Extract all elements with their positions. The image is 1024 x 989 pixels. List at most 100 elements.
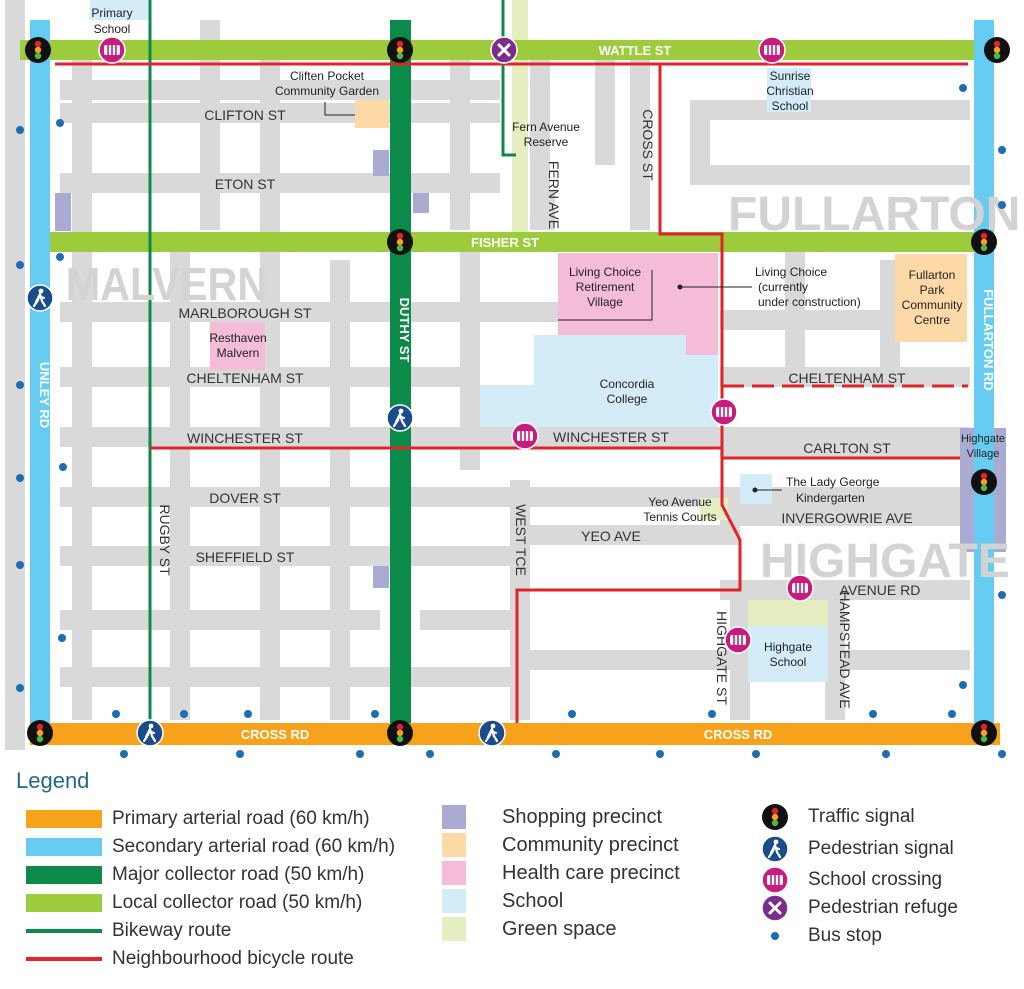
legend-item-bus-stop: Bus stop: [762, 923, 882, 949]
legend-label: Health care precinct: [502, 861, 680, 884]
shopping-area: [373, 150, 389, 176]
map-symbols: [16, 35, 1010, 758]
road-label-marlborough: MARLBOROUGH ST: [178, 305, 311, 321]
school-crossing-icon: [710, 398, 738, 426]
road-label-duthy: DUTHY ST: [397, 298, 412, 363]
road-label-winchester-e: WINCHESTER ST: [553, 429, 669, 445]
fullarton-centre-area: [895, 254, 967, 342]
bus-stop-icon: [16, 381, 24, 389]
legend-item-bikeway: Bikeway route: [26, 918, 231, 944]
primary-school-area: [90, 0, 150, 20]
legend-swatch: [442, 833, 466, 857]
legend-label: Bikeway route: [112, 920, 232, 941]
leader-lines: [324, 102, 782, 491]
road-label-cross-st: CROSS ST: [640, 109, 656, 181]
legend-item-ped-signal: Pedestrian signal: [762, 836, 954, 862]
suburb-label-malvern: MALVERN: [66, 259, 268, 311]
road-label-fullarton-rd: FULLARTON RD: [981, 289, 996, 391]
living-choice-area: [686, 335, 718, 355]
bus-stop-icon: [426, 750, 434, 758]
pedestrian-signal-icon: [477, 718, 507, 748]
clifton-garden-area: [355, 100, 389, 128]
road-label-yeo: YEO AVE: [581, 528, 641, 544]
road-label-cheltenham-e: CHELTENHAM ST: [788, 370, 906, 386]
traffic-signal-icon: [25, 37, 51, 63]
shopping-area: [413, 193, 429, 213]
legend-item-traffic: Traffic signal: [762, 804, 915, 830]
bus-stop-icon: [948, 710, 956, 718]
bus-stop-icon: [16, 684, 24, 692]
fisher-st-road: [45, 232, 980, 252]
highgate-green-area: [748, 600, 828, 626]
road-label-hampstead: HAMPSTEAD AVE: [837, 591, 853, 708]
duthy-st-road: [390, 20, 411, 745]
legend-item-bicycle: Neighbourhood bicycle route: [26, 946, 354, 972]
marker-dot: [752, 487, 758, 493]
school-crossing-icon: [724, 626, 752, 654]
school-crossing-icon: [762, 867, 788, 893]
sunrise-school-area: [767, 68, 811, 112]
legend-swatch: [26, 894, 102, 912]
legend-label: Major collector road (50 km/h): [112, 864, 365, 885]
legend-item-local: Local collector road (50 km/h): [26, 890, 362, 916]
legend-label: Pedestrian refuge: [808, 897, 958, 918]
legend-item-primary: Primary arterial road (60 km/h): [26, 806, 370, 832]
traffic-signal-icon: [387, 37, 413, 63]
pedestrian-signal-icon: [762, 836, 788, 862]
bus-stop-icon: [16, 474, 24, 482]
legend-item-green: Green space: [442, 916, 617, 942]
bus-stop-icon: [120, 750, 128, 758]
road-label-eton: ETON ST: [215, 176, 276, 192]
road-label-rugby: RUGBY ST: [157, 504, 173, 576]
bus-stop-icon: [552, 750, 560, 758]
legend-label: Primary arterial road (60 km/h): [112, 808, 370, 829]
legend-label: Neighbourhood bicycle route: [112, 948, 354, 969]
legend-swatch: [26, 866, 102, 884]
road-label-wattle: WATTLE ST: [599, 43, 672, 58]
bus-stop-icon: [959, 84, 967, 92]
legend-swatch: [26, 810, 102, 828]
map-canvas: WATTLE ST FISHER ST CROSS RD CROSS RD DU…: [5, 0, 1021, 758]
bus-stop-icon: [16, 261, 24, 269]
legend-item-health: Health care precinct: [442, 860, 680, 886]
bus-stop-icon: [762, 923, 788, 949]
bus-stop-icon: [959, 681, 967, 689]
bus-stop-icon: [656, 750, 664, 758]
bus-stop-icon: [16, 561, 24, 569]
traffic-signal-icon: [387, 720, 413, 746]
road-label-sheffield: SHEFFIELD ST: [196, 549, 295, 565]
bus-stop-icon: [16, 126, 24, 134]
bus-stop-icon: [236, 750, 244, 758]
legend: Legend Primary arterial road (60 km/h) S…: [0, 760, 1024, 989]
precincts: [55, 0, 1006, 682]
bus-stop-icon: [869, 710, 877, 718]
legend-item-school-crossing: School crossing: [762, 867, 942, 893]
bus-stop-icon: [244, 710, 252, 718]
map: WATTLE ST FISHER ST CROSS RD CROSS RD DU…: [5, 0, 1021, 758]
bus-stop-icon: [882, 750, 890, 758]
legend-item-shopping: Shopping precinct: [442, 804, 662, 830]
legend-swatch: [442, 889, 466, 913]
road-label-cheltenham-w: CHELTENHAM ST: [186, 370, 304, 386]
legend-item-community: Community precinct: [442, 832, 679, 858]
road-label-fern: FERN AVE: [546, 161, 562, 229]
legend-label: Shopping precinct: [502, 805, 663, 828]
school-crossing-icon: [511, 422, 539, 450]
road-label-unley: UNLEY RD: [37, 362, 52, 428]
bus-stop-icon: [58, 634, 66, 642]
legend-label: School crossing: [808, 869, 943, 890]
cross-rd-road: [30, 723, 1000, 745]
bus-stop-icon: [998, 591, 1006, 599]
legend-label: School: [502, 889, 564, 912]
legend-item-school: School: [442, 888, 563, 914]
